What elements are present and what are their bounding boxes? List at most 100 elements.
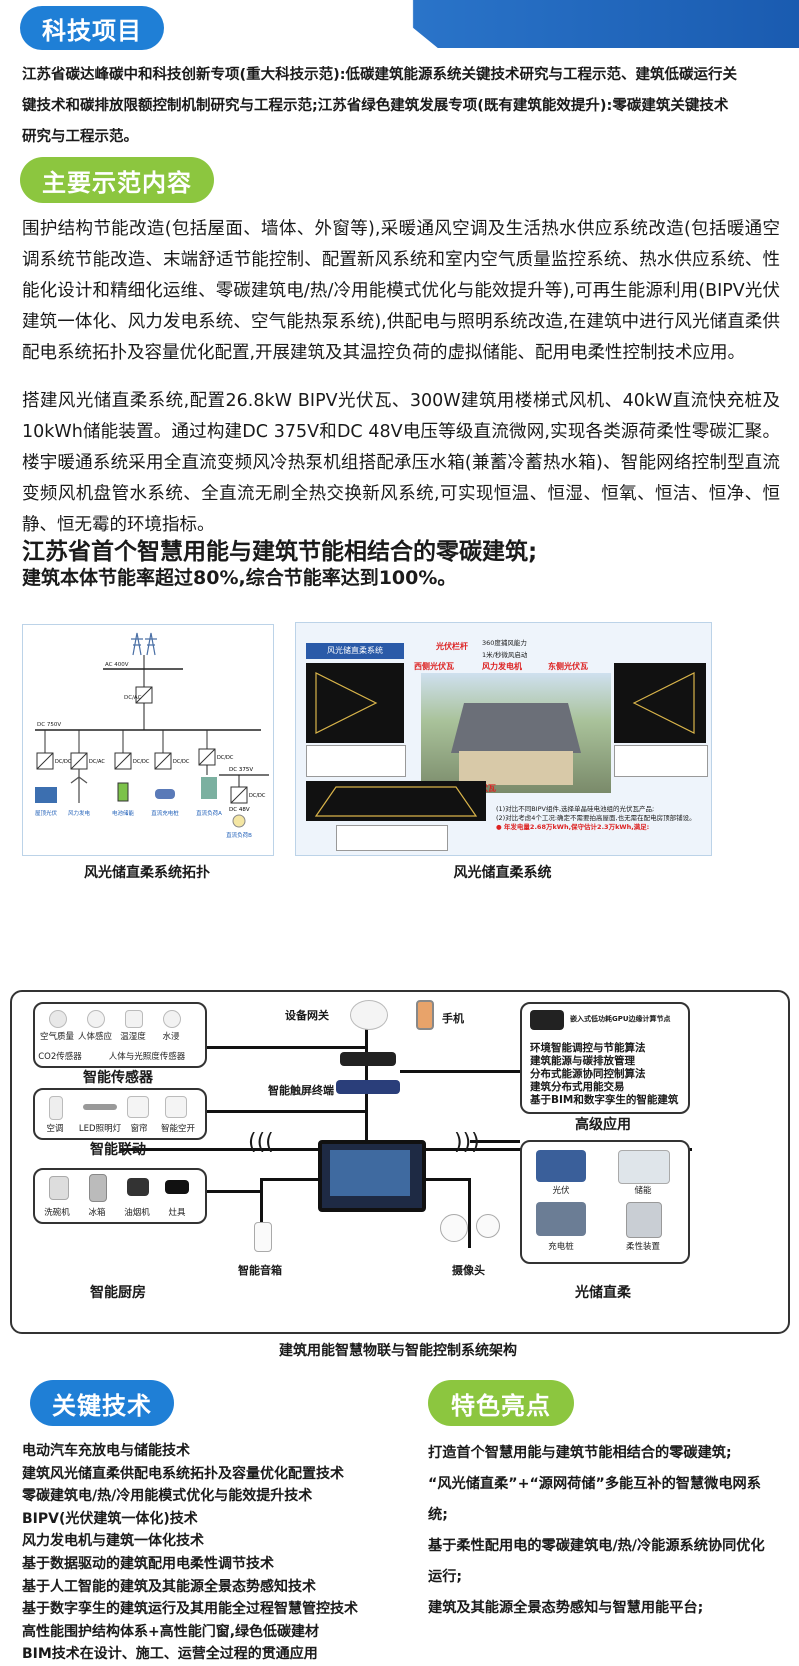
pv-label: 柔性装置 (625, 1242, 660, 1252)
ev-charger-icon (155, 789, 175, 799)
fridge-icon (89, 1174, 107, 1202)
pv-storage-title: 光储直柔 (575, 1285, 631, 1301)
advanced-item: 分布式能源协同控制算法 (530, 1068, 646, 1080)
conv-label: DC/DC (133, 759, 150, 765)
label-west-pv: 西侧光伏瓦 (414, 662, 454, 671)
section-title-key-tech: 关键技术 (30, 1380, 174, 1426)
gateway-icon (350, 1000, 388, 1030)
demo-paragraph-2: 搭建风光储直柔系统,配置26.8kW BIPV光伏瓦、300W建筑用楼梯式风机、… (22, 391, 780, 535)
key-tech-item: 基于数字孪生的建筑运行及其用能全过程智慧管控技术 (22, 1601, 358, 1618)
key-tech-item: BIM技术在设计、施工、运营全过程的贯通应用 (22, 1646, 318, 1663)
pv-label: 充电桩 (548, 1242, 574, 1252)
conv-label: DC/DC (249, 793, 266, 799)
pv-label: 储能 (634, 1186, 652, 1196)
conv-label: DC/AC (89, 759, 105, 765)
key-tech-item: 基于人工智能的建筑及其能源全景态势感知技术 (22, 1578, 316, 1595)
grid-tower-icon (131, 632, 157, 656)
kitchen-box: 洗碗机 冰箱 油烟机 灶具 (33, 1168, 207, 1224)
conv-label: DC/DC (55, 759, 72, 765)
phone-icon (416, 1000, 434, 1030)
label-fence: 光伏栏杆 (436, 642, 468, 651)
advanced-title: 高级应用 (575, 1117, 631, 1133)
router-icon (340, 1052, 396, 1066)
stove-icon (165, 1180, 189, 1194)
sensor-label: CO2传感器 (38, 1052, 82, 1062)
system-banner: 风光储直柔系统 (306, 643, 404, 659)
sensor-label: 人体感应 (77, 1032, 112, 1042)
demo-paragraph-1: 围护结构节能改造(包括屋面、墙体、外窗等),采暖通风空调及生活热水供应系统改造(… (22, 219, 780, 363)
temp-humidity-icon (125, 1010, 143, 1028)
west-data-table (306, 745, 406, 777)
bulb-icon (232, 814, 246, 828)
edge-node-icon (530, 1010, 564, 1030)
load-label: 风力发电 (68, 809, 91, 817)
load-label: 屋顶光伏 (35, 809, 58, 817)
highlights-list: 打造首个智慧用能与建筑节能相结合的零碳建筑; “风光储直柔”+“源网荷储”多能互… (428, 1438, 773, 1624)
kitchen-label: 油烟机 (124, 1208, 150, 1218)
dcac-label: DC/AC (124, 695, 142, 701)
dc48-label: DC 48V (229, 807, 250, 813)
linkage-label: 窗帘 (130, 1124, 148, 1134)
kitchen-label: 洗碗机 (44, 1208, 70, 1218)
iot-caption: 建筑用能智慧物联与智能控制系统架构 (279, 1343, 517, 1359)
highlight-item: 打造首个智慧用能与建筑节能相结合的零碳建筑; (428, 1445, 732, 1461)
wifi-left-icon: ((( (248, 1130, 274, 1155)
advanced-item: 基于BIM和数字孪生的智能建筑 (530, 1094, 679, 1106)
pv-icon (536, 1150, 586, 1182)
kitchen-label: 灶具 (168, 1208, 186, 1218)
east-data-table (614, 745, 708, 777)
phone-label: 手机 (442, 1012, 464, 1025)
label-east-pv: 东侧光伏瓦 (548, 662, 588, 671)
key-tech-list: 电动汽车充放电与储能技术 建筑风光储直柔供配电系统拓扑及容量优化配置技术 零碳建… (22, 1440, 358, 1666)
key-tech-item: 基于数据驱动的建筑配用电柔性调节技术 (22, 1555, 274, 1572)
bus-line (205, 1110, 365, 1113)
wifi-right-icon: ))) (454, 1130, 480, 1155)
load-label: 电池储能 (112, 809, 135, 817)
bus-line (468, 1178, 471, 1248)
air-quality-icon (49, 1010, 67, 1028)
camera-icon (476, 1214, 500, 1238)
key-tech-item: BIPV(光伏建筑一体化)技术 (22, 1510, 198, 1527)
storage-icon (618, 1150, 670, 1184)
advanced-item: 建筑能源与碳排放管理 (530, 1055, 635, 1067)
key-tech-item: 高性能围护结构体系+高性能门窗,绿色低碳建材 (22, 1623, 320, 1640)
bus-line (400, 1070, 520, 1073)
legend-item: 1米/秒微风启动 (482, 651, 528, 659)
dc750-label: DC 750V (37, 722, 61, 728)
ac-icon (49, 1096, 63, 1120)
flex-device-icon (626, 1202, 662, 1238)
system-yield: ● 年发电量2.68万kWh,保守估计2.3万kWh,满足: (496, 823, 650, 831)
sensor-label: 空气质量 (39, 1032, 74, 1042)
south-roof-panel (306, 781, 486, 821)
bus-line (205, 1046, 365, 1049)
camera-label: 摄像头 (452, 1264, 485, 1277)
highlight-item: 建筑及其能源全景态势感知与智慧用能平台; (428, 1600, 704, 1616)
system-notes: (1)对比不同BIPV组件,选择单晶硅电池组的光伏瓦产品; (2)对比考虑4个工… (496, 805, 696, 832)
advanced-box: 嵌入式低功耗GPU边缘计算节点 环境智能调控与节能算法 建筑能源与碳排放管理 分… (520, 1002, 690, 1114)
building-wall (459, 751, 573, 785)
load-label: 直流负荷A (196, 809, 222, 817)
load-label: 直流充电桩 (151, 809, 179, 817)
speaker-icon (254, 1222, 272, 1252)
battery-icon (117, 782, 129, 802)
iot-architecture-frame (10, 990, 790, 1334)
sensor-label: 人体与光照度传感器 (108, 1052, 186, 1062)
speaker-label: 智能音箱 (238, 1264, 282, 1277)
bus-line (365, 1010, 368, 1148)
label-wind: 风力发电机 (482, 662, 522, 671)
conv-label: DC/DC (173, 759, 190, 765)
sensor-label: 水浸 (162, 1032, 180, 1042)
switch-icon (336, 1080, 400, 1094)
water-leak-icon (163, 1010, 181, 1028)
key-tech-item: 零碳建筑电/热/冷用能模式优化与能效提升技术 (22, 1488, 313, 1505)
motion-sensor-icon (87, 1010, 105, 1028)
topology-caption: 风光储直柔系统拓扑 (84, 865, 210, 881)
linkage-label: 空调 (46, 1124, 64, 1134)
tech-projects-line: 研究与工程示范。 (22, 129, 138, 145)
south-data-table (336, 825, 448, 851)
section-title-highlights: 特色亮点 (428, 1380, 574, 1426)
advanced-item: 建筑分布式用能交易 (530, 1081, 625, 1093)
highlight-item: “风光储直柔”+“源网荷储”多能互补的智慧微电网系统; (428, 1476, 761, 1523)
headline-energy-saving: 建筑本体节能率超过80%,综合节能率达到100%。 (22, 567, 457, 589)
dishwasher-icon (49, 1176, 69, 1200)
